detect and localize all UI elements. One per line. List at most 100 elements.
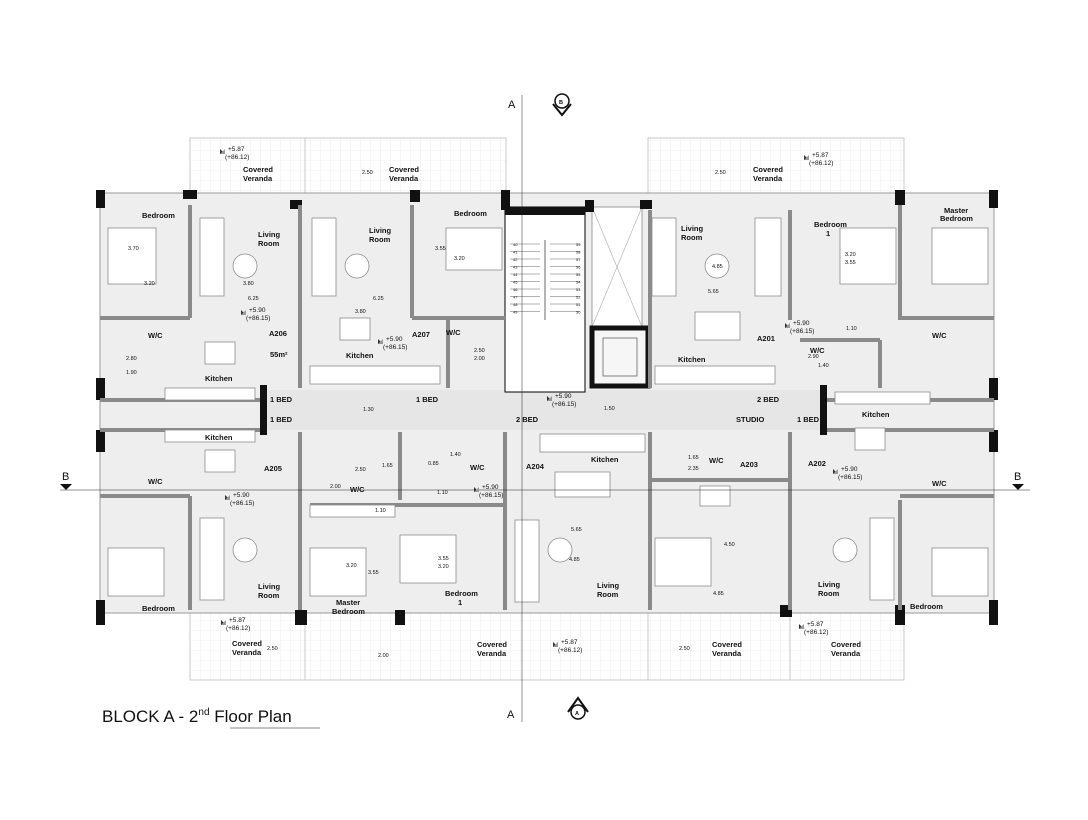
room-label-wc: W/C (148, 477, 163, 486)
room-label-bedroom: Bedroom (454, 209, 487, 218)
dimension-label: 4.50 (724, 542, 735, 548)
unit-code-a204: A204 (526, 462, 545, 471)
level-marker: +5.90(+86.15) (785, 320, 814, 335)
room-label-one: 1 (826, 229, 830, 238)
bed-tag: 1 BED (797, 415, 820, 424)
dimension-label: 1.10 (437, 490, 448, 496)
room-label-living-room: Room (369, 235, 391, 244)
level-absolute: (+86.15) (479, 492, 503, 499)
dimension-label: 3.80 (355, 309, 366, 315)
room-label-wc: W/C (810, 346, 825, 355)
veranda-top-right (647, 137, 905, 194)
section-marker-top: A B (508, 93, 572, 117)
dimension-label: 0.85 (428, 461, 439, 467)
stair-step-number: 48 (513, 302, 518, 307)
level-markers: +5.90(+86.15)+5.90(+86.15)+5.90(+86.15)+… (220, 146, 862, 654)
drawing-title: BLOCK A - 2nd Floor Plan (102, 707, 320, 729)
dimension-label: 2.00 (378, 653, 389, 659)
dimension-label: 4.85 (569, 557, 580, 563)
stair-step-number: 42 (513, 257, 518, 262)
level-value: +5.90 (386, 336, 403, 343)
level-value: +5.90 (249, 307, 266, 314)
stair-step-number: 41 (513, 250, 518, 255)
dimension-label: 3.55 (368, 570, 379, 576)
level-marker: +5.87(+86.12) (553, 639, 582, 654)
room-label-wc: W/C (932, 331, 947, 340)
dimension-label: 1.65 (382, 463, 393, 469)
level-value: +5.90 (841, 466, 858, 473)
level-value: +5.87 (807, 621, 824, 628)
dimension-label: 6.25 (248, 296, 259, 302)
dimension-label: 3.20 (438, 564, 449, 570)
svg-text:B: B (559, 100, 563, 106)
dimension-label: 2.35 (688, 466, 699, 472)
stair-step-number: 56 (576, 265, 581, 270)
room-label-kitchen: Kitchen (862, 410, 890, 419)
room-label-one: 1 (458, 598, 462, 607)
room-label-covered: Covered (477, 640, 507, 649)
room-label-covered: Covered (831, 640, 861, 649)
dimension-label: 2.50 (267, 646, 278, 652)
dimension-label: 2.50 (474, 348, 485, 354)
level-marker: +5.90(+86.15) (547, 393, 576, 408)
dimension-label: 3.20 (845, 252, 856, 258)
dimension-label: 2.00 (474, 356, 485, 362)
svg-text:B: B (1014, 471, 1021, 483)
dimension-label: 3.55 (845, 260, 856, 266)
unit-area: 55m² (270, 350, 288, 359)
room-label-living-room: Room (258, 239, 280, 248)
stair-step-number: 47 (513, 295, 518, 300)
room-label-living: Living (597, 581, 620, 590)
dimension-label: 4.85 (713, 591, 724, 597)
room-label-veranda: Veranda (477, 649, 507, 658)
bed-tag: 1 BED (270, 395, 293, 404)
level-marker: +5.90(+86.15) (241, 307, 270, 322)
bed-tag: 2 BED (516, 415, 539, 424)
room-labels: Bedroom Living Room Living Room Bedroom … (142, 165, 973, 658)
internal-walls (100, 205, 994, 610)
level-absolute: (+86.12) (225, 154, 249, 161)
bed-tag: 2 BED (757, 395, 780, 404)
room-label-living: Living (258, 230, 281, 239)
room-label-kitchen: Kitchen (205, 433, 233, 442)
room-label-kitchen: Kitchen (205, 374, 233, 383)
stair-step-number: 43 (513, 265, 518, 270)
dimension-label: 2.80 (126, 356, 137, 362)
stair-step-number: 46 (513, 287, 518, 292)
level-absolute: (+86.15) (246, 315, 270, 322)
dimension-label: 3.20 (454, 256, 465, 262)
room-label-living: Living (369, 226, 392, 235)
dimension-label: 1.50 (604, 406, 615, 412)
stair-step-number: 52 (576, 295, 581, 300)
stair-core (504, 206, 651, 393)
stair-step-number: 58 (576, 250, 581, 255)
level-absolute: (+86.15) (552, 401, 576, 408)
level-absolute: (+86.15) (230, 500, 254, 507)
room-label-living: Living (258, 582, 281, 591)
room-label-wc: W/C (470, 463, 485, 472)
level-absolute: (+86.15) (383, 344, 407, 351)
room-label-living: Living (681, 224, 704, 233)
room-label-wc: W/C (709, 456, 724, 465)
dimension-label: 3.55 (435, 246, 446, 252)
veranda-top-left (189, 137, 507, 194)
dimension-label: 1.65 (688, 455, 699, 461)
bed-tag: 1 BED (416, 395, 439, 404)
room-label-master: Master (944, 206, 968, 215)
level-absolute: (+86.12) (804, 629, 828, 636)
stair-step-number: 54 (576, 280, 581, 285)
level-absolute: (+86.12) (226, 625, 250, 632)
level-value: +5.90 (233, 492, 250, 499)
stair-step-number: 51 (576, 302, 581, 307)
room-label-kitchen: Kitchen (346, 351, 374, 360)
level-value: +5.90 (482, 484, 499, 491)
room-label-bedroom: Bedroom (445, 589, 478, 598)
stair-step-number: 49 (513, 310, 518, 315)
svg-text:A: A (508, 99, 516, 111)
room-label-veranda: Veranda (243, 174, 273, 183)
unit-code-a203: A203 (740, 460, 758, 469)
dimension-label: 6.25 (373, 296, 384, 302)
